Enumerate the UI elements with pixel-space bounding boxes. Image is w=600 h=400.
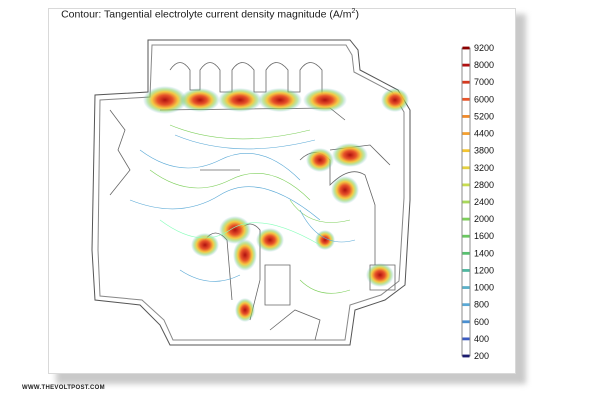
colorbar-band (462, 97, 470, 101)
colorbar-band (462, 200, 470, 204)
watermark: WWW.THEVOLTPOST.COM (22, 385, 105, 391)
colorbar: 9200 8000 7000 6000 5200 4400 3800 3200 2800 2400… (461, 43, 494, 361)
colorbar-band (462, 251, 470, 255)
colorbar-tick-label: 600 (474, 317, 489, 327)
colorbar-tick-label: 5200 (474, 111, 494, 121)
colorbar-tick-label: 1000 (474, 283, 494, 293)
colorbar-band (462, 115, 470, 118)
colorbar-band (462, 354, 470, 358)
colorbar-tick-label: 1600 (474, 231, 494, 241)
colorbar-tick-label: 1400 (474, 248, 494, 258)
colorbar-tick-label: 6000 (474, 94, 494, 104)
colorbar-band (462, 303, 470, 307)
colorbar-band (462, 337, 470, 341)
colorbar-band (462, 149, 470, 153)
colorbar-tick-label: 2000 (474, 214, 494, 224)
colorbar-band (462, 63, 470, 67)
colorbar-band (462, 234, 470, 238)
colorbar-tick-label: 7000 (474, 77, 494, 87)
colorbar-band (462, 269, 470, 272)
colorbar-tick-label: 400 (474, 334, 489, 344)
geometry-outline (91, 39, 411, 346)
colorbar-band (462, 320, 470, 324)
hot-spots (143, 86, 409, 322)
colorbar-tick-label: 3800 (474, 146, 494, 156)
colorbar-tick-label: 800 (474, 300, 489, 310)
colorbar-band (462, 132, 470, 135)
colorbar-band (462, 80, 470, 84)
contour-lines (129, 124, 356, 294)
colorbar-tick-label: 3200 (474, 163, 494, 173)
figure-card (48, 8, 516, 374)
chart-title: Contour: Tangential electrolyte current … (61, 8, 359, 21)
colorbar-tick-label: 2400 (474, 197, 494, 207)
colorbar-tick-label: 200 (474, 351, 489, 361)
colorbar-band (462, 286, 470, 289)
colorbar-tick-label: 4400 (474, 129, 494, 139)
colorbar-band (462, 183, 470, 187)
colorbar-tick-label: 8000 (474, 60, 494, 70)
colorbar-band (462, 217, 470, 221)
colorbar-tick-label: 2800 (474, 180, 494, 190)
colorbar-band (462, 166, 470, 170)
colorbar-band (462, 46, 470, 50)
colorbar-tick-label: 9200 (474, 43, 494, 53)
colorbar-tick-label: 1200 (474, 265, 494, 275)
